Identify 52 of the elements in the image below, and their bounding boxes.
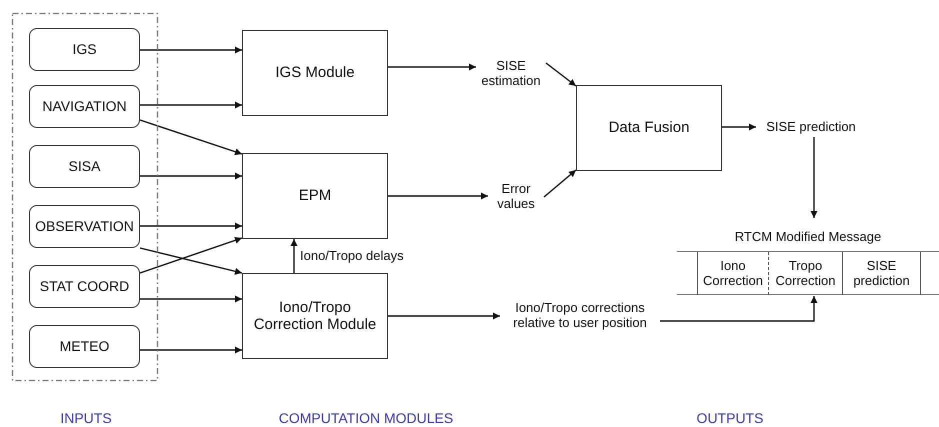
process-box — [576, 85, 722, 171]
arrow — [546, 62, 576, 87]
input-box — [29, 85, 140, 128]
node-label: Tropo Correction — [774, 258, 836, 288]
arrow — [544, 169, 576, 198]
input-box — [29, 205, 140, 248]
arrow — [140, 102, 242, 108]
node-label: SISE estimation — [480, 59, 542, 89]
node-label: Iono/Tropo Correction Module — [252, 298, 378, 334]
arrow — [388, 64, 476, 70]
section-label: OUTPUTS — [696, 410, 764, 426]
arrow — [290, 239, 298, 273]
node-label: SISA — [68, 158, 100, 175]
input-box — [29, 325, 140, 368]
node-label: NAVIGATION — [42, 98, 127, 115]
arrow — [810, 137, 818, 218]
arrow — [140, 247, 242, 275]
arrow — [722, 124, 756, 130]
node-label: IGS Module — [275, 64, 355, 82]
process-box — [242, 30, 388, 116]
arrow — [388, 192, 488, 200]
arrow — [140, 346, 242, 354]
arrow — [140, 222, 242, 230]
arrow — [388, 312, 500, 320]
node-label: SISE prediction — [766, 120, 856, 134]
node-label: Iono Correction — [702, 258, 764, 288]
arrow — [140, 119, 242, 156]
section-label: COMPUTATION MODULES — [278, 410, 454, 426]
edge-label: Iono/Tropo delays — [298, 248, 406, 263]
process-box — [242, 273, 388, 359]
table-heading: RTCM Modified Message — [734, 230, 882, 245]
arrow — [140, 172, 242, 180]
arrow — [660, 296, 818, 322]
input-group-frame — [12, 13, 158, 381]
process-box — [242, 153, 388, 239]
arrow — [140, 296, 242, 302]
node-label: OBSERVATION — [35, 218, 134, 235]
input-box — [29, 145, 140, 188]
arrow — [140, 46, 242, 54]
node-label: EPM — [298, 187, 332, 205]
node-label: METEO — [60, 338, 110, 355]
input-box — [29, 265, 140, 308]
node-label: Error values — [496, 182, 536, 212]
section-label: INPUTS — [60, 410, 112, 426]
node-label: Iono/Tropo corrections relative to user position — [512, 301, 648, 331]
node-label: STAT COORD — [40, 278, 130, 295]
message-field — [697, 252, 769, 295]
input-box — [29, 28, 140, 71]
node-label: Data Fusion — [608, 119, 690, 137]
node-label: IGS — [72, 41, 97, 58]
arrow — [140, 236, 242, 274]
node-label: SISE prediction — [852, 258, 911, 288]
